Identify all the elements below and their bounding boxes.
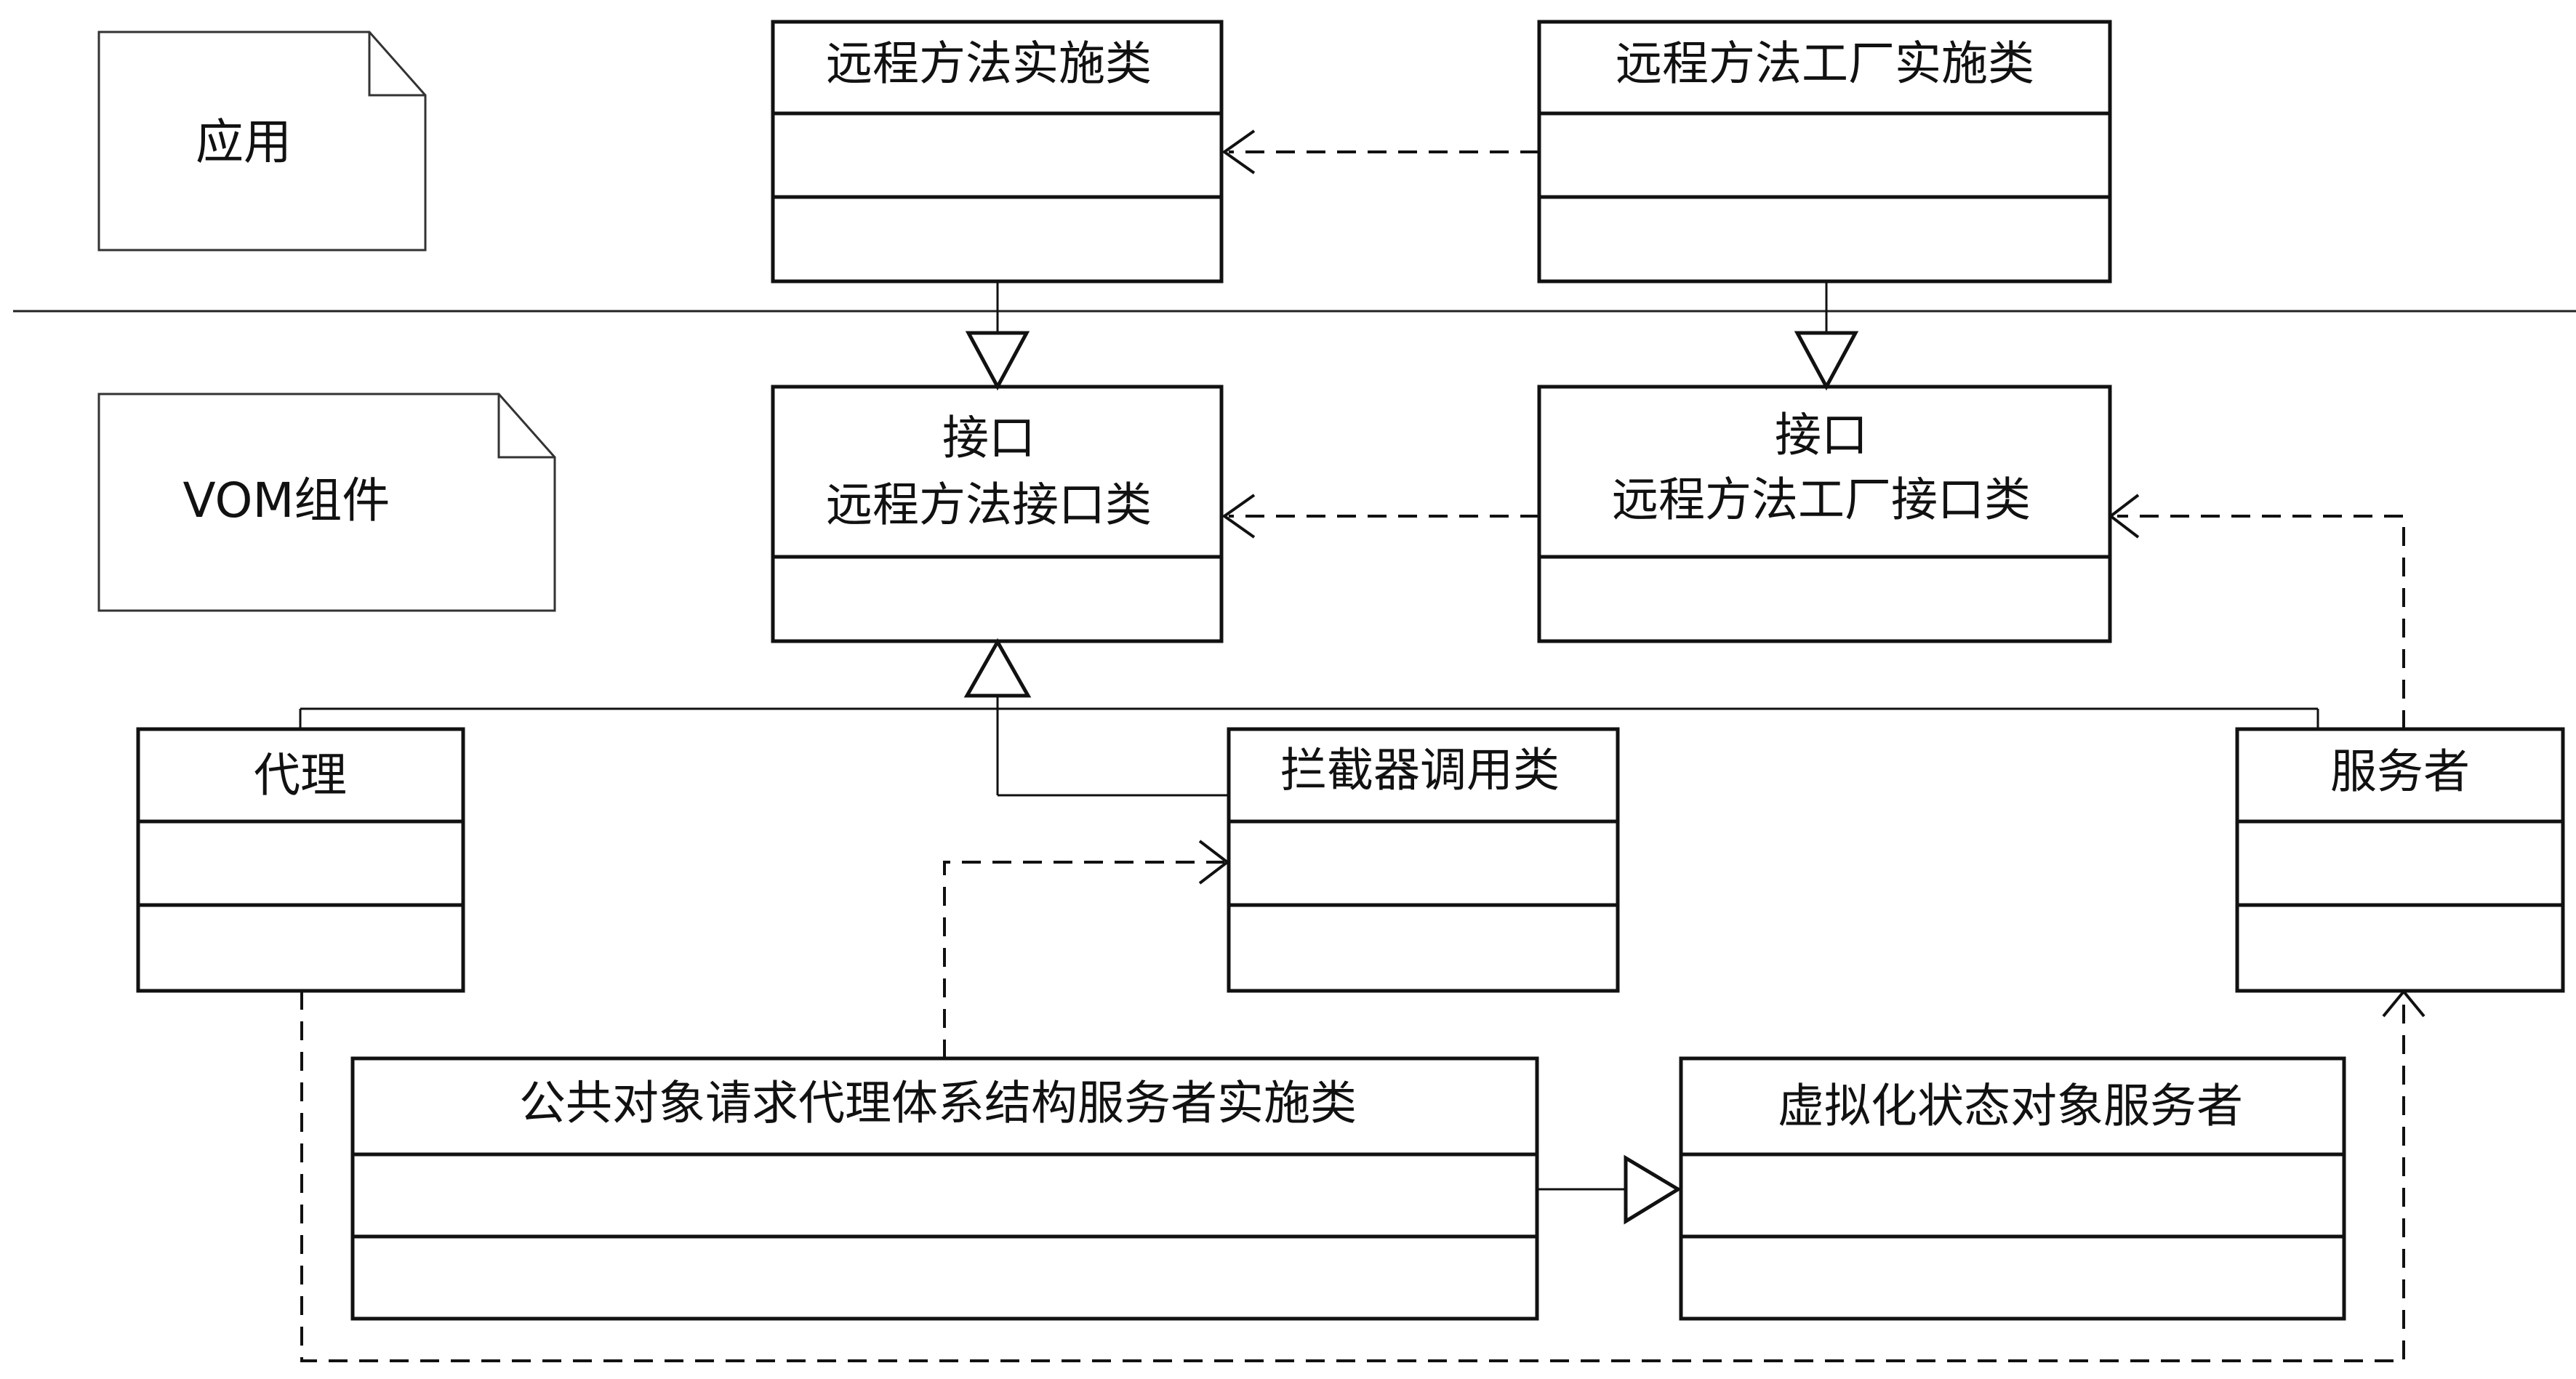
class-corba-servant-impl: 公共对象请求代理体系结构服务者实施类	[350, 1056, 1539, 1321]
interface-stereotype: 接口	[942, 412, 1035, 466]
note-app-label: 应用	[196, 114, 292, 170]
class-remote-factory-interface-name: 远程方法工厂接口类	[1612, 474, 2031, 528]
class-proxy-name: 代理	[254, 749, 347, 803]
generalization-corba-impl-to-virtual-servant	[1537, 1154, 1682, 1225]
class-remote-factory-impl: 远程方法工厂实施类	[1537, 20, 2112, 284]
class-virtual-servant: 虚拟化状态对象服务者	[1679, 1056, 2346, 1321]
generalization-tree-to-interface	[299, 638, 2319, 797]
interface-stereotype: 接口	[1775, 409, 1868, 463]
arrow-impl-to-interface	[965, 281, 1030, 391]
class-remote-impl: 远程方法实施类	[771, 20, 1224, 284]
class-remote-factory-interface: 接口 远程方法工厂接口类	[1537, 385, 2112, 643]
class-remote-interface: 接口 远程方法接口类	[771, 385, 1224, 643]
dependency-corba-impl-to-interceptor	[943, 840, 1230, 1058]
class-remote-impl-name: 远程方法实施类	[826, 38, 1152, 92]
dependency-factory-impl-to-impl	[1221, 129, 1539, 174]
note-app: 应用	[97, 31, 427, 252]
note-vom: VOM组件	[97, 393, 556, 612]
class-proxy: 代理	[136, 727, 465, 993]
dependency-servant-to-factory-interface	[2108, 494, 2405, 729]
class-corba-servant-impl-name: 公共对象请求代理体系结构服务者实施类	[519, 1077, 1357, 1131]
arrow-factory-impl-to-factory-interface	[1794, 281, 1859, 391]
class-servant: 服务者	[2235, 727, 2565, 993]
class-servant-name: 服务者	[2330, 746, 2470, 800]
class-interceptor-name: 拦截器调用类	[1280, 744, 1560, 798]
class-remote-interface-name: 远程方法接口类	[826, 479, 1152, 533]
note-vom-label: VOM组件	[183, 473, 390, 528]
class-interceptor: 拦截器调用类	[1227, 727, 1620, 993]
dependency-proxy-to-servant	[300, 989, 2425, 1362]
class-remote-factory-impl-name: 远程方法工厂实施类	[1616, 38, 2034, 92]
class-virtual-servant-name: 虚拟化状态对象服务者	[1778, 1080, 2243, 1134]
dependency-factory-interface-to-interface	[1221, 494, 1539, 539]
